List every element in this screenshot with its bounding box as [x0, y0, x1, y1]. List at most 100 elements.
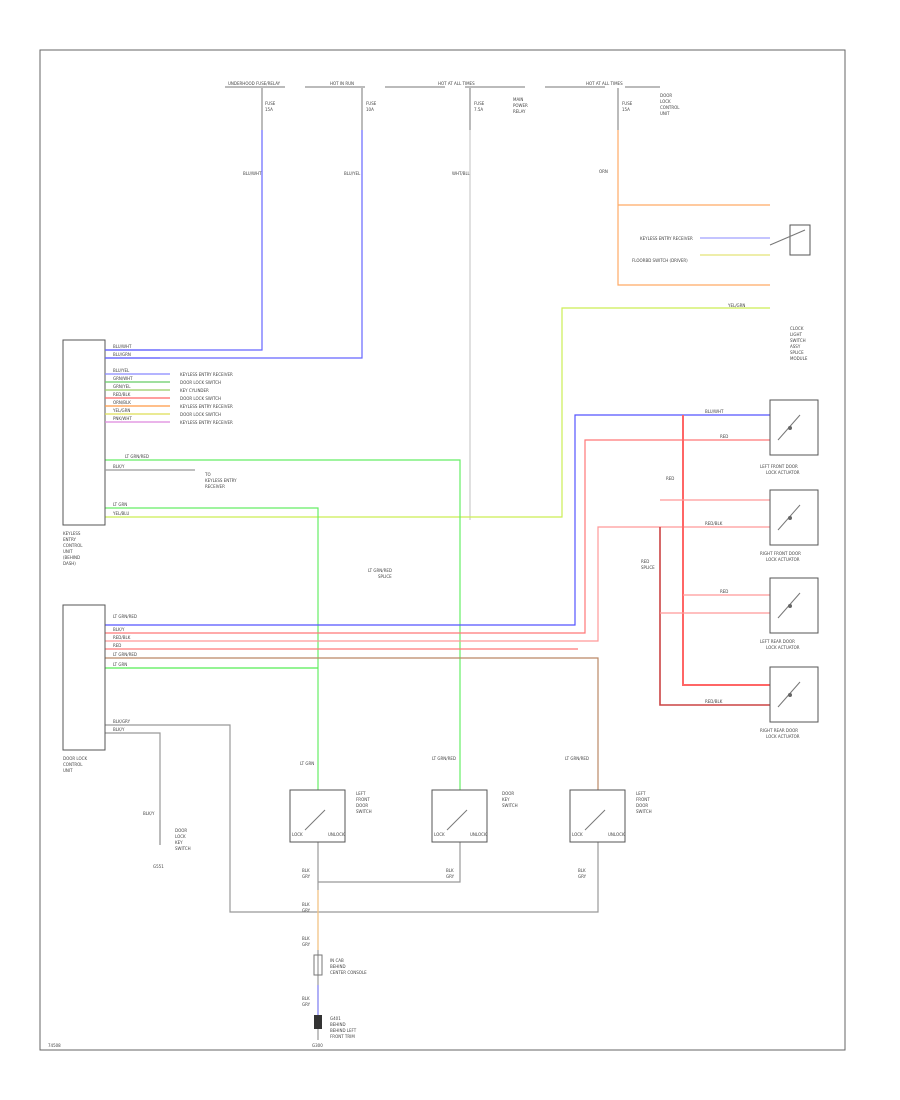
- upper-small-4: YEL/BLU: [112, 511, 129, 516]
- actuator-left-front: LEFT FRONT DOOR LOCK ACTUATOR: [760, 399, 819, 475]
- center-ground-chain: BLK GRY BLK GRY IN CAB BEHIND CENTER CON…: [302, 902, 367, 1039]
- red-splice-1: RED: [641, 559, 649, 564]
- fuse-box-4-line-1: FUSE: [622, 101, 633, 106]
- door-switch-3-state-1: LOCK: [572, 832, 583, 837]
- upper-module-label-4: UNIT: [63, 549, 73, 554]
- lower-wire-5: LT GRN/RED: [113, 652, 137, 657]
- door-switch-1-name-4: SWITCH: [356, 809, 372, 814]
- light-group-5: SPLICE: [790, 350, 804, 355]
- fuse-box-4-side-4: UNIT: [660, 111, 670, 116]
- right-side-labels: YEL/GRN CLOCK LIGHT SWITCH ASSY SPLICE M…: [641, 303, 808, 704]
- lower-wire-2: BLK/Y: [113, 627, 125, 632]
- upper-wire-5: GRN/YEL: [113, 384, 131, 389]
- footer-ground: G300: [312, 1043, 323, 1048]
- footer-code: 74508: [48, 1043, 61, 1048]
- door-switch-3: LT GRN/RED LEFT FRONT DOOR SWITCH LOCK U…: [565, 756, 652, 879]
- door-switches: LT GRN LEFT FRONT DOOR SWITCH LOCK UNLOC…: [143, 756, 652, 879]
- fuse-box-1-line-1: FUSE: [265, 101, 276, 106]
- upper-wire-6: RED/BLK: [113, 392, 131, 397]
- door-switch-1-wire: LT GRN: [300, 761, 314, 766]
- door-switch-1-name-1: LEFT: [356, 791, 366, 796]
- chain-ground-3: BEHIND LEFT: [330, 1028, 357, 1033]
- door-switch-1-out-1: BLK: [302, 868, 310, 873]
- fuse-box-3-side-1: MAIN: [513, 97, 523, 102]
- upper-small-2: BLK/Y: [113, 464, 125, 469]
- left-key-switch-name-3: KEY: [175, 840, 183, 845]
- lower-bottom-2: BLK/Y: [113, 727, 125, 732]
- upper-wire-1: BLU/WHT: [113, 344, 132, 349]
- chain-ground-2: BEHIND: [330, 1022, 346, 1027]
- center-splice-label-2: SPLICE: [378, 574, 392, 579]
- switch-wire-1: BLU/WHT: [705, 409, 724, 414]
- door-switch-2-state-1: LOCK: [434, 832, 445, 837]
- fuse-box-3-line-2: 7.5A: [474, 107, 483, 112]
- light-group-3: SWITCH: [790, 338, 806, 343]
- door-switch-3-name-2: FRONT: [636, 797, 650, 802]
- chain-wire3-1: BLK: [302, 996, 310, 1001]
- red-vertical-label: RED: [666, 476, 674, 481]
- door-switch-3-out-2: GRY: [578, 874, 587, 879]
- door-switch-1-state-2: UNLOCK: [328, 832, 345, 837]
- switch-wire-5: RED/BLK: [705, 699, 723, 704]
- fuse-box-1-header: UNDERHOOD FUSE/RELAY: [228, 81, 281, 86]
- light-group-6: MODULE: [790, 356, 808, 361]
- fuse-box-4-header: HOT AT ALL TIMES: [586, 81, 623, 86]
- door-switch-1-name-3: DOOR: [356, 803, 368, 808]
- door-switch-2-name-3: SWITCH: [502, 803, 518, 808]
- wire-runs: [105, 130, 770, 1040]
- lower-bottom-1: BLK/GRY: [113, 719, 131, 724]
- door-switch-2-state-2: UNLOCK: [470, 832, 487, 837]
- lower-module-label-2: CONTROL: [63, 762, 83, 767]
- upper-wire-7: ORN/BLK: [113, 400, 131, 405]
- actuator-right-rear-1: RIGHT REAR DOOR: [760, 728, 798, 733]
- fuse-box-4: HOT AT ALL TIMES FUSE 15A ORN DOOR LOCK …: [586, 81, 680, 174]
- actuator-right-rear: RIGHT REAR DOOR LOCK ACTUATOR: [760, 666, 819, 739]
- upper-module-label-1: KEYLESS: [63, 531, 81, 536]
- upper-wire-4: GRN/WHT: [113, 376, 133, 381]
- upper-small-1: LT GRN/RED: [125, 454, 149, 459]
- door-switch-2-name-1: DOOR: [502, 791, 514, 796]
- left-key-switch-wire: BLK/Y: [143, 811, 155, 816]
- upper-wire-6-dest: DOOR LOCK SWITCH: [180, 396, 221, 401]
- door-switch-2-name-2: KEY: [502, 797, 510, 802]
- light-group-4: ASSY: [790, 344, 801, 349]
- chain-wire2-2: GRY: [302, 942, 311, 947]
- lower-wire-4: RED: [113, 643, 121, 648]
- fuse-box-2: HOT IN RUN FUSE 10A BLU/YEL: [330, 81, 377, 176]
- left-key-switch-ground: G551: [153, 864, 164, 869]
- fuse-box-4-side-1: DOOR: [660, 93, 672, 98]
- fuse-box-3-wire: WHT/BLU: [452, 171, 471, 176]
- chain-wire3-2: GRY: [302, 1002, 311, 1007]
- lower-module-label-1: DOOR LOCK: [63, 756, 87, 761]
- upper-wire-3-dest: KEYLESS ENTRY RECEIVER: [180, 372, 233, 377]
- upper-wire-9-dest: KEYLESS ENTRY RECEIVER: [180, 420, 233, 425]
- door-switch-2-out-2: GRY: [446, 874, 455, 879]
- left-key-switch-name-4: SWITCH: [175, 846, 191, 851]
- actuator-left-front-2: LOCK ACTUATOR: [766, 470, 800, 475]
- fuse-box-top-row: UNDERHOOD FUSE/RELAY FUSE 15A BLU/WHT HO…: [225, 81, 680, 176]
- chain-ground-4: FRONT TRIM: [330, 1034, 355, 1039]
- upper-wire-3: BLU/YEL: [113, 368, 130, 373]
- upper-small-2-dest-2: KEYLESS ENTRY: [205, 478, 237, 483]
- lower-module-label-3: UNIT: [63, 768, 73, 773]
- fuse-box-3: HOT AT ALL TIMES FUSE 7.5A WHT/BLU MAIN …: [438, 81, 528, 176]
- upper-small-3: LT GRN: [113, 502, 127, 507]
- door-switch-3-wire: LT GRN/RED: [565, 756, 589, 761]
- door-switch-1-state-1: LOCK: [292, 832, 303, 837]
- upper-module-label-3: CONTROL: [63, 543, 83, 548]
- left-key-switch-name-1: DOOR: [175, 828, 187, 833]
- upper-module-pins: [105, 349, 195, 471]
- chain-connector-1: IN CAB: [330, 958, 344, 963]
- chain-wire1-2: GRY: [302, 908, 311, 913]
- door-lock-control-unit: DOOR LOCK CONTROL UNIT LT GRN/RED BLK/Y …: [62, 604, 137, 773]
- door-switch-1-out-2: GRY: [302, 874, 311, 879]
- fuse-box-4-side-3: CONTROL: [660, 105, 680, 110]
- actuator-left-rear-1: LEFT REAR DOOR: [760, 639, 795, 644]
- actuator-right-front-2: LOCK ACTUATOR: [766, 557, 800, 562]
- door-switch-3-state-2: UNLOCK: [608, 832, 625, 837]
- door-switch-3-out-1: BLK: [578, 868, 586, 873]
- fuse-box-1: UNDERHOOD FUSE/RELAY FUSE 15A BLU/WHT: [228, 81, 281, 176]
- upper-small-2-dest-1: TO: [204, 472, 211, 477]
- fuse-box-4-side-2: LOCK: [660, 99, 671, 104]
